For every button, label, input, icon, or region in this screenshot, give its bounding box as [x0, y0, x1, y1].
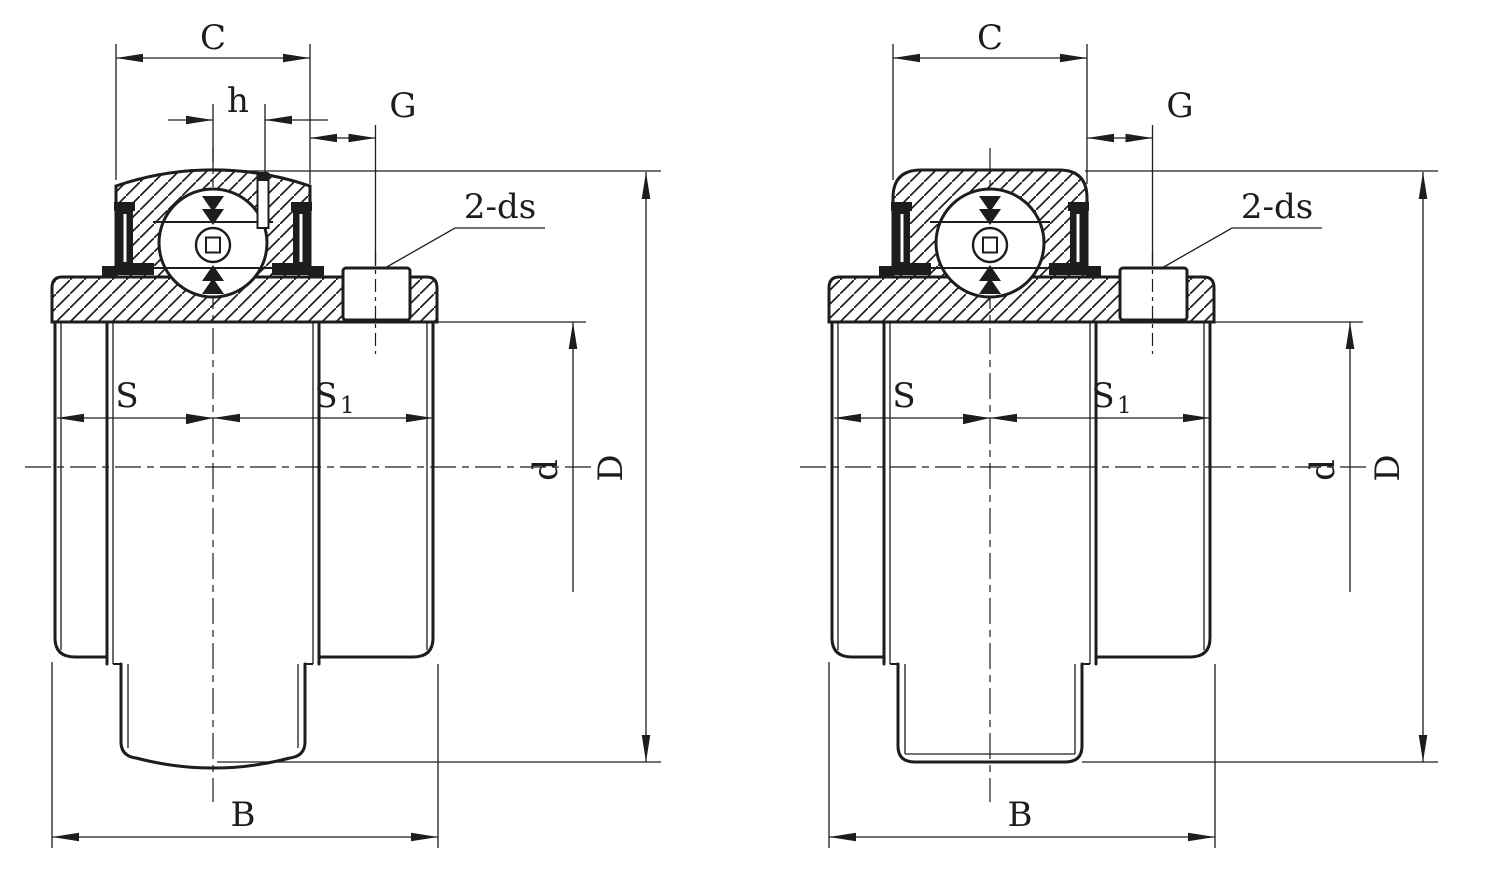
- sleeve-convex-end: [119, 662, 307, 770]
- label-S1-sub: 1: [340, 393, 355, 419]
- label-G: G: [389, 86, 416, 126]
- leader-2ds: 2-ds: [1161, 187, 1322, 269]
- dim-h: h: [168, 81, 328, 172]
- seal-left: [879, 202, 931, 277]
- label-h: h: [227, 81, 249, 121]
- label-S: S: [892, 376, 915, 416]
- dim-S: S S 1: [834, 376, 1210, 425]
- thread-chevron: [202, 209, 224, 225]
- bearing-view-right: C G 2-ds S S 1 d: [800, 18, 1438, 848]
- screw-slot: [982, 236, 998, 254]
- label-2ds: 2-ds: [464, 187, 536, 227]
- lock-slot: [256, 173, 270, 229]
- label-S1: S: [314, 376, 337, 416]
- slinger-left: [879, 266, 892, 277]
- dim-C: C: [892, 18, 1088, 184]
- lock-slot-cap: [257, 172, 269, 181]
- label-S1: S: [1091, 376, 1114, 416]
- dim-D: D: [1082, 170, 1438, 763]
- inner-ring-band: [52, 277, 437, 322]
- sleeve-flat-end: [896, 662, 1084, 764]
- dim-d: d: [437, 321, 586, 592]
- set-screw: [1118, 266, 1189, 322]
- label-D: D: [1368, 454, 1408, 481]
- thread-chevron: [202, 265, 224, 281]
- inner-ring-band: [829, 277, 1214, 322]
- dim-d: d: [1214, 321, 1363, 592]
- label-C: C: [200, 18, 226, 58]
- leader-2ds: 2-ds: [384, 187, 545, 269]
- label-G: G: [1166, 86, 1193, 126]
- bearing-view-left: C h G 2-ds S S 1: [25, 18, 661, 848]
- dim-B: B: [828, 662, 1216, 848]
- thread-chevron: [979, 209, 1001, 225]
- seal-right: [272, 202, 324, 277]
- label-d: d: [526, 459, 566, 481]
- label-B: B: [231, 795, 256, 835]
- lower-outline: [830, 320, 1212, 764]
- dim-S: S S 1: [57, 376, 433, 425]
- dim-G: G: [1087, 86, 1194, 143]
- slinger-right: [311, 266, 324, 277]
- label-S1-sub: 1: [1117, 393, 1132, 419]
- thread-chevron: [979, 196, 1001, 212]
- label-d: d: [1303, 459, 1343, 481]
- dim-D: D: [213, 170, 661, 763]
- label-S: S: [115, 376, 138, 416]
- dim-G: G: [310, 86, 417, 143]
- label-B: B: [1008, 795, 1033, 835]
- seal-left: [102, 202, 154, 277]
- label-C: C: [977, 18, 1003, 58]
- label-D: D: [591, 454, 631, 481]
- seal-right: [1049, 202, 1101, 277]
- thread-chevron: [202, 278, 224, 294]
- slinger-left: [102, 266, 115, 277]
- slinger-right: [1088, 266, 1101, 277]
- dim-B: B: [51, 662, 439, 848]
- set-screw: [341, 266, 412, 322]
- thread-chevron: [979, 278, 1001, 294]
- label-2ds: 2-ds: [1241, 187, 1313, 227]
- dim-C: C: [115, 18, 311, 184]
- thread-chevron: [979, 265, 1001, 281]
- lower-outline: [53, 320, 435, 770]
- thread-chevron: [202, 196, 224, 212]
- screw-slot: [205, 236, 221, 254]
